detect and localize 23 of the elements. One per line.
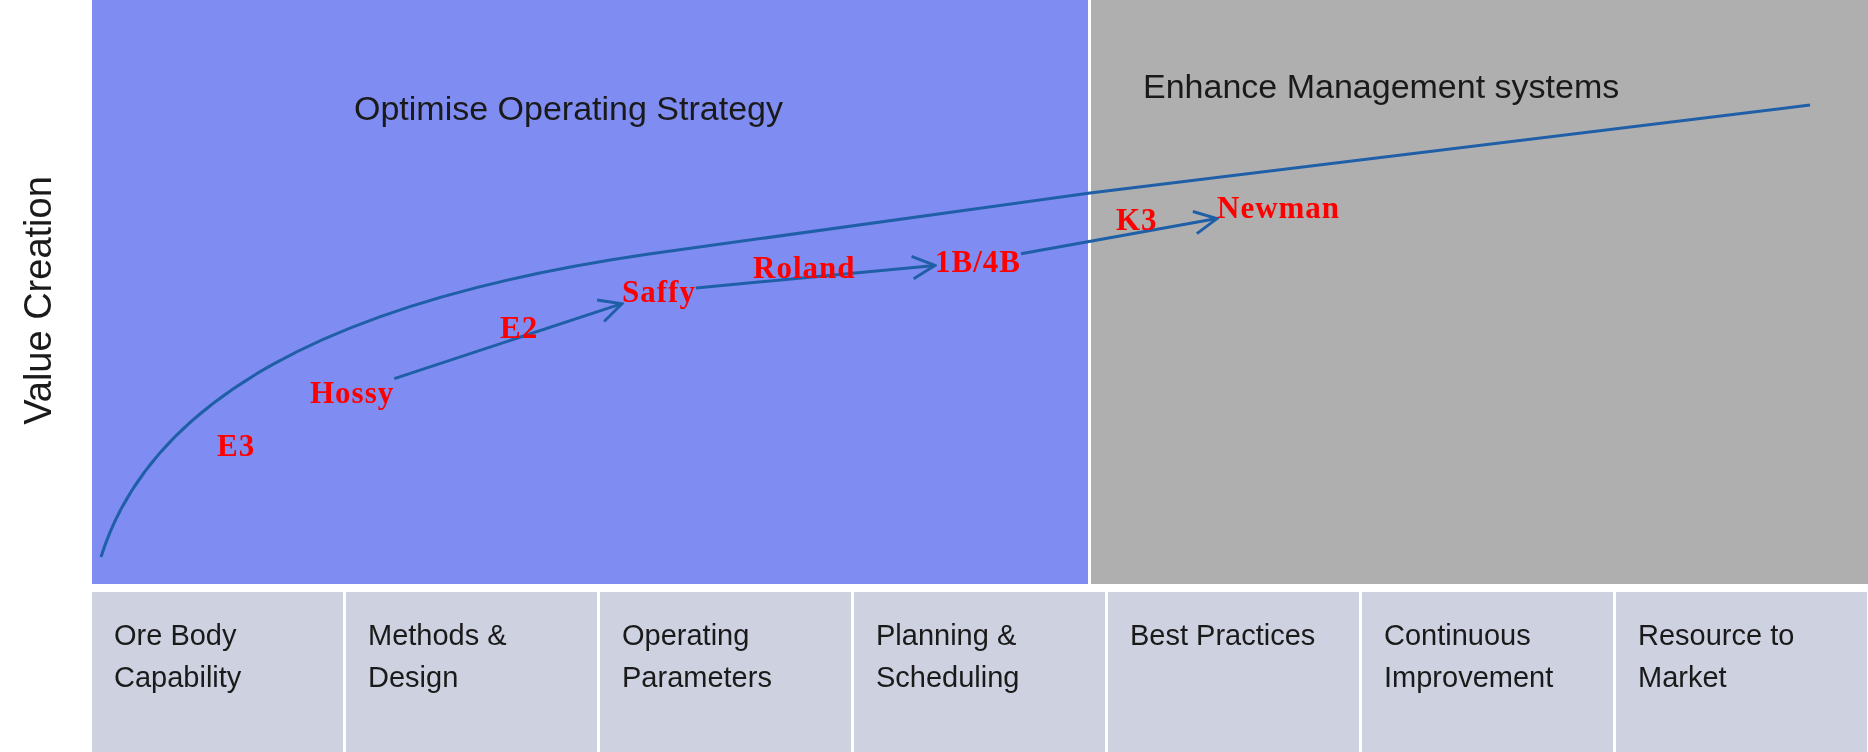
case-label: Hossy bbox=[310, 377, 395, 408]
case-label: Newman bbox=[1217, 192, 1341, 223]
stage-cell: Operating Parameters bbox=[600, 592, 851, 752]
stage-cell: Ore Body Capability bbox=[92, 592, 343, 752]
case-label: Saffy bbox=[622, 276, 696, 307]
case-label: E3 bbox=[217, 430, 256, 461]
case-label: K3 bbox=[1116, 204, 1158, 235]
arrow bbox=[695, 254, 937, 290]
panel-heading: Optimise Operating Strategy bbox=[354, 90, 783, 128]
stage-cell: Continuous Improvement bbox=[1362, 592, 1613, 752]
arrow bbox=[1020, 210, 1219, 256]
stage-cell: Planning & Scheduling bbox=[854, 592, 1105, 752]
stage-cell: Best Practices bbox=[1108, 592, 1359, 752]
stage-cell: Resource to Market bbox=[1616, 592, 1867, 752]
management-panel bbox=[1091, 0, 1868, 584]
axis-title: Value Creation bbox=[16, 175, 60, 425]
case-label: 1B/4B bbox=[935, 246, 1021, 277]
case-label: Roland bbox=[753, 252, 856, 283]
strategy-panel bbox=[92, 0, 1088, 584]
panel-heading: Enhance Management systems bbox=[1143, 68, 1620, 106]
arrow bbox=[393, 298, 624, 381]
stage-cell: Methods & Design bbox=[346, 592, 597, 752]
case-label: E2 bbox=[500, 312, 539, 343]
